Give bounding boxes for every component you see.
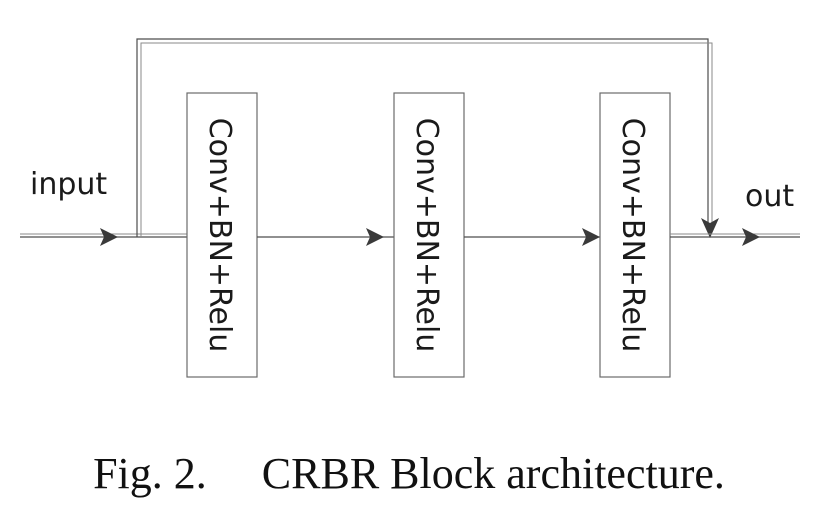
output-label: out	[745, 179, 794, 214]
output-line	[670, 233, 800, 238]
block-1-label: Conv+BN+Relu	[202, 118, 237, 353]
skip-connection	[136, 38, 713, 237]
connector-2-3-arrow-icon	[582, 228, 600, 246]
conv-bn-relu-block-1: Conv+BN+Relu	[186, 92, 258, 378]
caption-text: CRBR Block architecture.	[261, 449, 725, 498]
output-arrow-icon	[742, 228, 760, 246]
input-arrow-icon	[100, 228, 118, 246]
connector-1-2-arrow-icon	[366, 228, 384, 246]
figure-number: Fig. 2.	[93, 449, 207, 498]
block-3-label: Conv+BN+Relu	[615, 118, 650, 353]
input-label: input	[30, 167, 107, 202]
conv-bn-relu-block-3: Conv+BN+Relu	[599, 92, 671, 378]
figure-caption: Fig. 2. CRBR Block architecture.	[0, 448, 818, 499]
block-2-label: Conv+BN+Relu	[409, 118, 444, 353]
skip-arrow-icon	[701, 218, 719, 238]
conv-bn-relu-block-2: Conv+BN+Relu	[393, 92, 465, 378]
